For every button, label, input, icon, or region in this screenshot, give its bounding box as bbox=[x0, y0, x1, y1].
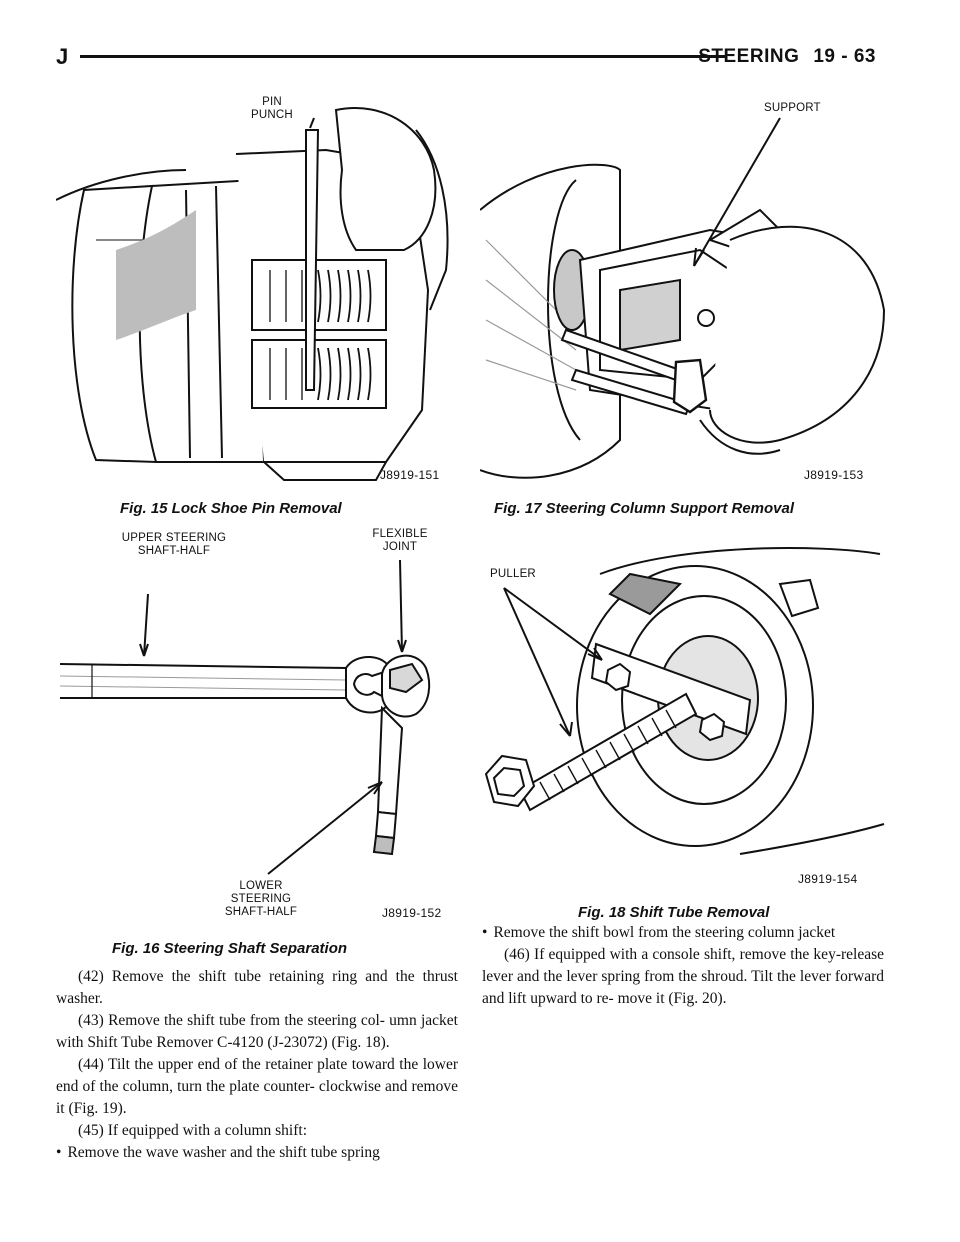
column-support-illustration bbox=[480, 117, 886, 479]
right-text-column: • Remove the shift bowl from the steering… bbox=[482, 922, 884, 1010]
figure-17-caption: Fig. 17 Steering Column Support Removal bbox=[494, 500, 795, 517]
figure-15: PIN PUNCH J8919-151 bbox=[56, 90, 476, 490]
figure-17: SUPPORT J8919-153 bbox=[480, 90, 890, 490]
page-number: 19 - 63 bbox=[813, 46, 876, 67]
callout-flexible-joint: FLEXIBLE JOINT bbox=[372, 528, 428, 553]
figure-15-id: J8919-151 bbox=[380, 468, 440, 482]
callout-puller: PULLER bbox=[490, 568, 536, 580]
figure-18: PULLER J8919-154 bbox=[480, 524, 890, 904]
figure-16: UPPER STEERING SHAFT-HALF FLEXIBLE JOINT… bbox=[56, 524, 476, 934]
step-45: (45) If equipped with a column shift: bbox=[78, 1122, 308, 1139]
step-44: (44) Tilt the upper end of the retainer … bbox=[56, 1056, 458, 1117]
figure-16-caption: Fig. 16 Steering Shaft Separation bbox=[112, 940, 348, 957]
left-text-column: (42) Remove the shift tube retaining rin… bbox=[56, 966, 458, 1164]
figure-16-id: J8919-152 bbox=[382, 906, 442, 920]
section-name: STEERING bbox=[698, 46, 800, 67]
callout-pin-punch: PIN PUNCH bbox=[251, 96, 293, 121]
step-43: (43) Remove the shift tube from the stee… bbox=[56, 1012, 458, 1051]
page-header: J STEERING 19 - 63 bbox=[56, 44, 876, 72]
shift-tube-illustration bbox=[484, 547, 885, 855]
figure-18-caption: Fig. 18 Shift Tube Removal bbox=[578, 904, 770, 921]
callout-lower-shaft: LOWER STEERING SHAFT-HALF bbox=[224, 880, 298, 918]
callout-upper-shaft: UPPER STEERING SHAFT-HALF bbox=[121, 532, 227, 557]
bullet-text: Remove the shift bowl from the steering … bbox=[493, 924, 836, 941]
shaft-separation-illustration bbox=[59, 559, 431, 875]
section-letter: J bbox=[56, 44, 69, 69]
lock-shoe-illustration bbox=[56, 107, 449, 481]
figure-15-caption: Fig. 15 Lock Shoe Pin Removal bbox=[120, 500, 342, 517]
figure-17-id: J8919-153 bbox=[804, 468, 864, 482]
figure-18-id: J8919-154 bbox=[798, 872, 858, 886]
callout-support: SUPPORT bbox=[764, 102, 821, 114]
header-title: STEERING 19 - 63 bbox=[698, 46, 876, 68]
step-46: (46) If equipped with a console shift, r… bbox=[482, 946, 884, 1007]
bullet-text: Remove the wave washer and the shift tub… bbox=[67, 1144, 380, 1161]
bullet-glyph: • bbox=[56, 1144, 62, 1161]
bullet-wave-washer: • Remove the wave washer and the shift tu… bbox=[56, 1142, 458, 1164]
bullet-glyph: • bbox=[482, 924, 488, 941]
step-42: (42) Remove the shift tube retaining rin… bbox=[56, 968, 458, 1007]
bullet-shift-bowl: • Remove the shift bowl from the steering… bbox=[482, 922, 884, 944]
header-rule bbox=[80, 55, 726, 58]
